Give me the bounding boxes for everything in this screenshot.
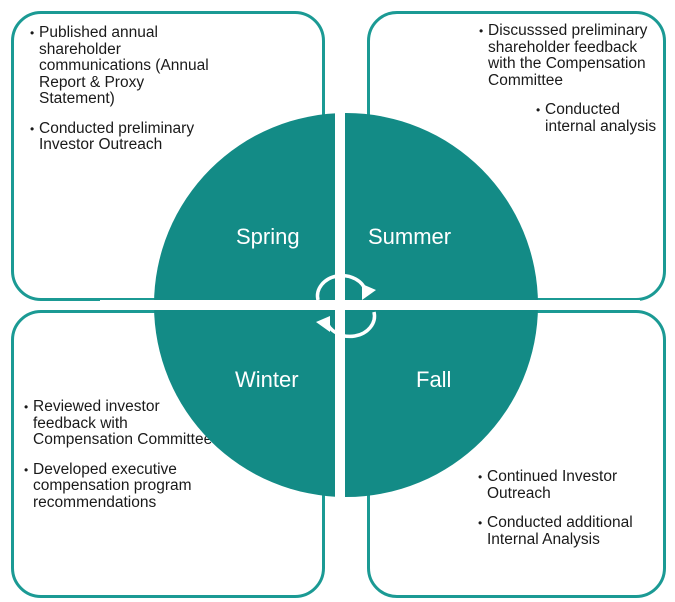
fall-bullet-1: Continued Investor Outreach (478, 468, 668, 502)
summer-bullet-1: Discusssed preliminary shareholder feedb… (479, 22, 659, 89)
fall-label: Fall (416, 367, 452, 392)
winter-bullet-list: Reviewed investor feedback with Compensa… (24, 398, 214, 524)
fall-bullet-2: Conducted additional Internal Analysis (478, 514, 668, 548)
winter-bullet-2: Developed executive compensation program… (24, 461, 214, 512)
spring-label: Spring (236, 224, 300, 249)
summer-bullet-list: Discusssed preliminary shareholder feedb… (479, 22, 659, 148)
winter-label: Winter (235, 367, 299, 392)
summer-bullet-2: Conducted internal analysis (536, 101, 659, 135)
spring-bullet-1: Published annual shareholder communicati… (30, 24, 220, 108)
summer-label: Summer (368, 224, 452, 249)
fall-bullet-list: Continued Investor Outreach Conducted ad… (478, 468, 668, 561)
spring-bullet-list: Published annual shareholder communicati… (30, 24, 220, 167)
spring-bullet-2: Conducted preliminary Investor Outreach (30, 120, 220, 154)
winter-bullet-1: Reviewed investor feedback with Compensa… (24, 398, 214, 449)
